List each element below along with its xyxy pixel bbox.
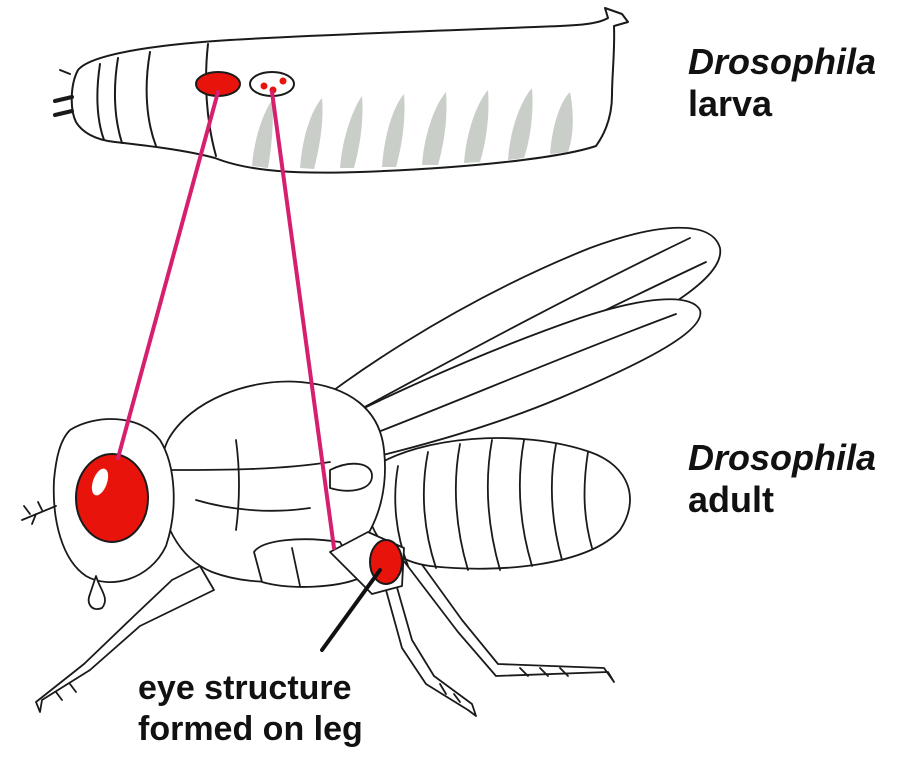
caption-line-2: formed on leg bbox=[138, 709, 363, 750]
larva-segment-line bbox=[147, 52, 156, 146]
larva-mouth-hook bbox=[60, 70, 70, 74]
antenna bbox=[22, 502, 56, 524]
mid-leg bbox=[386, 584, 476, 716]
larva-segment-line bbox=[115, 58, 122, 143]
adult-genus-label: Drosophila bbox=[688, 440, 876, 476]
adult-label: Drosophila adult bbox=[688, 440, 876, 518]
haltere bbox=[330, 464, 372, 491]
adult-compound-eye bbox=[76, 454, 148, 542]
abdomen bbox=[370, 438, 630, 569]
adult-stage-label: adult bbox=[688, 482, 876, 518]
larva-stage-label: larva bbox=[688, 86, 876, 122]
caption-line-1: eye structure bbox=[138, 668, 363, 709]
larva-genus-label: Drosophila bbox=[688, 44, 876, 80]
larva-label: Drosophila larva bbox=[688, 44, 876, 122]
ectopic-eye-caption: eye structure formed on leg bbox=[138, 668, 363, 751]
larva-denticle-bands bbox=[252, 88, 573, 169]
larva-segment-line bbox=[97, 64, 104, 140]
larva-mouth-hooks bbox=[55, 97, 72, 115]
eye-disc-to-adult-eye-connector bbox=[118, 92, 218, 458]
